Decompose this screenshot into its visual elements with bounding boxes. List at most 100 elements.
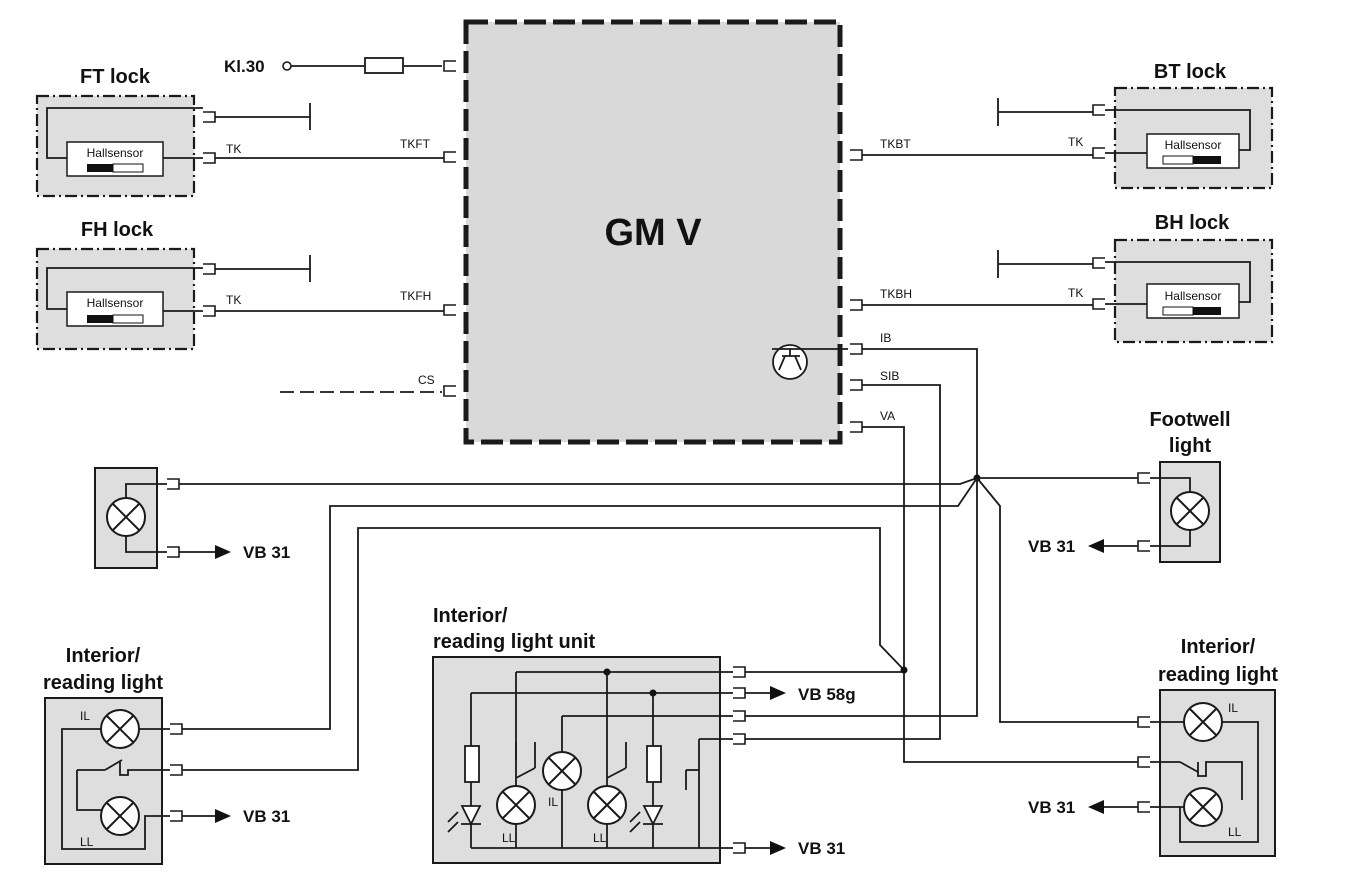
- bh-hallsensor-label: Hallsensor: [1165, 289, 1222, 303]
- connector-icon: [1137, 472, 1150, 484]
- connector-icon: [443, 304, 456, 316]
- footwell-ground-label: VB 31: [1028, 537, 1075, 556]
- arrow-icon: [770, 686, 786, 700]
- gm-pin-tkfh: TKFH: [400, 289, 431, 303]
- connector-icon: [850, 421, 863, 433]
- left-lamp-icon: [106, 497, 146, 537]
- connector-icon: [443, 60, 456, 72]
- unit-ll-lamp-b-icon: [587, 785, 627, 825]
- arrow-icon: [1088, 539, 1104, 553]
- kl30-terminal-icon: [282, 61, 292, 71]
- footwell-lamp-icon: [1170, 491, 1210, 531]
- interior-left-ground-label: VB 31: [243, 807, 290, 826]
- connector-icon: [850, 149, 863, 161]
- unit-ll-label-a: LL: [502, 831, 516, 845]
- interior-right-title-line2: reading light: [1158, 664, 1278, 686]
- led-icon: [642, 805, 664, 827]
- unit-ll-lamp-a-icon: [496, 785, 536, 825]
- fh-lock-title: FH lock: [81, 219, 154, 241]
- arrow-icon: [215, 809, 231, 823]
- gm-pin-sib: SIB: [880, 369, 899, 383]
- bh-tk-label: TK: [1068, 286, 1083, 300]
- interior-left-title-line1: Interior/: [66, 645, 141, 667]
- bt-tk-label: TK: [1068, 135, 1083, 149]
- connector-icon: [850, 379, 863, 391]
- fh-tk-label: TK: [226, 293, 241, 307]
- connector-icon: [1137, 716, 1150, 728]
- connector-icon: [1137, 540, 1150, 552]
- led-icon: [460, 805, 482, 827]
- connector-icon: [1137, 801, 1150, 813]
- footwell-title-line2: light: [1169, 435, 1212, 457]
- connector-icon: [733, 666, 746, 678]
- gm-v-label: GM V: [604, 212, 702, 254]
- connector-icon: [850, 299, 863, 311]
- interior-right-ll-lamp-icon: [1183, 787, 1223, 827]
- gm-pin-ib: IB: [880, 331, 891, 345]
- resistor-icon: [464, 745, 480, 783]
- interior-left-il-lamp-icon: [100, 709, 140, 749]
- connector-icon: [170, 723, 183, 735]
- unit-il-lamp-icon: [542, 751, 582, 791]
- interior-left-ll-lamp-icon: [100, 796, 140, 836]
- unit-ll-label-b: LL: [593, 831, 607, 845]
- unit-supply-label: VB 58g: [798, 685, 856, 704]
- gm-pin-cs: CS: [418, 373, 435, 387]
- arrow-icon: [1088, 800, 1104, 814]
- bt-lock-title: BT lock: [1154, 61, 1227, 83]
- ft-lock-title: FT lock: [80, 66, 151, 88]
- arrow-icon: [215, 545, 231, 559]
- bt-hallsensor: [1146, 133, 1240, 169]
- connector-icon: [203, 111, 216, 123]
- connector-icon: [167, 546, 180, 558]
- gm-pin-va: VA: [880, 409, 895, 423]
- connector-icon: [1092, 104, 1105, 116]
- connector-icon: [443, 151, 456, 163]
- connector-icon: [1137, 756, 1150, 768]
- connector-icon: [1092, 298, 1105, 310]
- fh-hallsensor-bar: [87, 315, 113, 323]
- fuse-icon: [364, 57, 404, 74]
- unit-il-label: IL: [548, 795, 558, 809]
- connector-icon: [203, 263, 216, 275]
- connector-icon: [170, 764, 183, 776]
- interior-right-il-label: IL: [1228, 701, 1238, 715]
- connector-icon: [1092, 147, 1105, 159]
- gm-pin-tkbh: TKBH: [880, 287, 912, 301]
- arrow-icon: [770, 841, 786, 855]
- ft-hallsensor-bar: [87, 164, 113, 172]
- left-lamp-ground-label: VB 31: [243, 543, 290, 562]
- connector-icon: [850, 343, 863, 355]
- bt-hallsensor-bar: [1193, 156, 1221, 164]
- ft-hallsensor-label: Hallsensor: [87, 146, 144, 160]
- connector-icon: [1092, 257, 1105, 269]
- interior-left-ll-label: LL: [80, 835, 94, 849]
- bh-lock-title: BH lock: [1155, 212, 1230, 234]
- connector-icon: [443, 385, 456, 397]
- gm-pin-tkbt: TKBT: [880, 137, 911, 151]
- connector-icon: [733, 842, 746, 854]
- interior-right-ll-label: LL: [1228, 825, 1242, 839]
- fh-hallsensor-label: Hallsensor: [87, 296, 144, 310]
- interior-right-il-lamp-icon: [1183, 702, 1223, 742]
- unit-title-line1: Interior/: [433, 605, 508, 627]
- interior-right-title-line1: Interior/: [1181, 636, 1256, 658]
- connector-icon: [170, 810, 183, 822]
- interior-left-il-label: IL: [80, 709, 90, 723]
- connector-icon: [733, 733, 746, 745]
- connector-icon: [733, 710, 746, 722]
- resistor-icon: [646, 745, 662, 783]
- connector-icon: [203, 152, 216, 164]
- interior-right-ground-label: VB 31: [1028, 798, 1075, 817]
- transistor-icon: [772, 344, 808, 380]
- interior-left-title-line2: reading light: [43, 672, 163, 694]
- gm-pin-tkft: TKFT: [400, 137, 431, 151]
- connector-icon: [733, 687, 746, 699]
- bt-hallsensor-label: Hallsensor: [1165, 138, 1222, 152]
- footwell-title-line1: Footwell: [1149, 409, 1230, 431]
- kl30-label: Kl.30: [224, 57, 265, 76]
- unit-title-line2: reading light unit: [433, 631, 596, 653]
- bh-hallsensor-bar: [1193, 307, 1221, 315]
- connector-icon: [167, 478, 180, 490]
